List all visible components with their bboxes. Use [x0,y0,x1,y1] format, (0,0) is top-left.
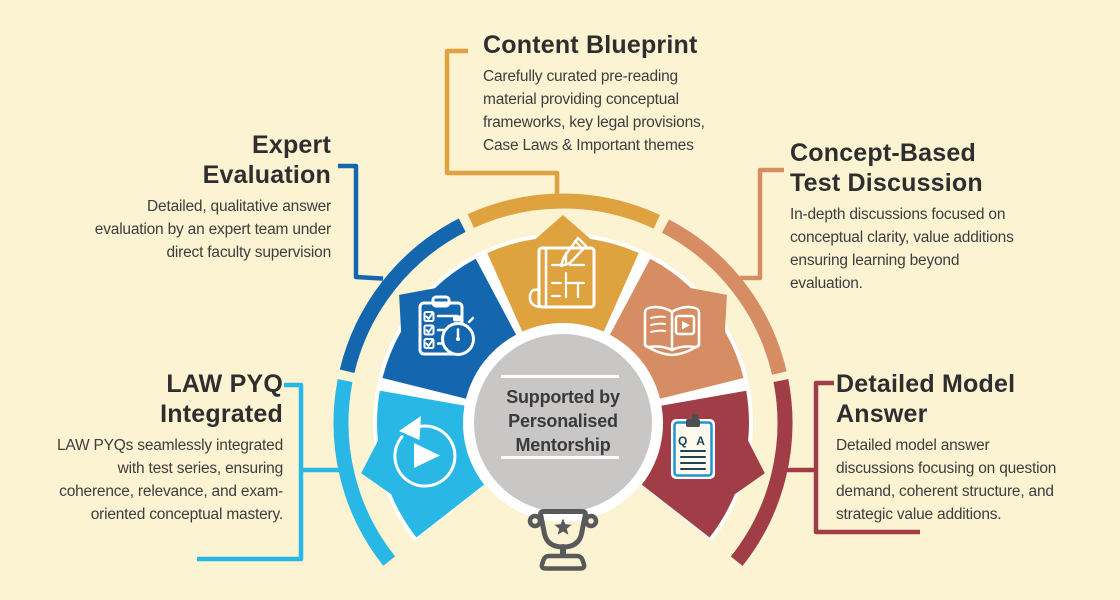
connector-concept-based [740,167,784,281]
desc-line: conceptual clarity, value additions [790,229,1014,246]
feature-description: Detailed, qualitative answer evaluation … [11,195,331,264]
desc-line: with test series, ensuring [117,460,284,477]
wedge-content-blueprint [487,215,639,332]
desc-line: evaluation by an expert team under [94,221,331,238]
feature-block-concept-based: Concept-Based Test Discussion In-depth d… [790,138,1100,295]
connector-detailed-model [813,380,920,535]
center-hub-circle [474,334,652,512]
desc-line: Carefully curated pre-reading [483,68,678,85]
qa-clipboard-icon: Q A [671,414,715,479]
title-line: Integrated [160,400,283,428]
ring-arc-content-blueprint [467,193,660,229]
feature-block-detailed-model: Detailed Model Answer Detailed model ans… [836,369,1116,526]
badge-rule-bottom [501,456,619,459]
feature-title: Expert Evaluation [11,130,331,190]
replay-icon [393,416,457,488]
blueprint-pencil-icon [528,236,596,309]
book-play-icon [643,305,701,357]
desc-line: Case Laws & Important themes [483,137,694,154]
feature-description: Detailed model answer discussions focusi… [836,434,1116,526]
ring-arc-detailed-model [730,379,793,566]
desc-line: direct faculty supervision [166,244,331,261]
title-line: Expert [251,131,331,159]
badge-rule-top [501,375,619,378]
ring-arc-concept-based [662,219,787,375]
feature-title: Content Blueprint [483,30,783,60]
desc-line: discussions focusing on question [836,460,1057,477]
feature-block-content-blueprint: Content Blueprint Carefully curated pre-… [483,30,783,157]
desc-line: LAW PYQs seamlessly integrated [56,437,283,454]
title-line: Detailed Model [836,370,1016,398]
desc-line: material providing conceptual [483,91,679,108]
desc-line: coherence, relevance, and exam- [59,483,283,500]
feature-title: Detailed Model Answer [836,369,1116,429]
center-badge-line: Mentorship [515,435,611,455]
feature-description: In-depth discussions focused on conceptu… [790,203,1100,295]
title-line: Evaluation [202,161,331,189]
title-line: Test Discussion [790,169,983,197]
feature-block-expert-evaluation: Expert Evaluation Detailed, qualitative … [11,130,331,264]
desc-line: ensuring learning beyond [790,252,960,269]
center-badge: Supported by Personalised Mentorship [473,385,653,457]
trophy-star [554,518,572,535]
desc-line: strategic value additions. [836,506,1002,523]
title-line: Answer [836,400,928,428]
feature-description: LAW PYQs seamlessly integrated with test… [0,434,283,526]
checklist-stopwatch-icon [418,295,475,356]
connector-expert-evaluation [338,163,384,281]
connector-content-blueprint [444,48,560,194]
ring-arc-law-pyq [333,379,396,566]
title-line: Concept-Based [790,139,976,167]
title-line: LAW PYQ [166,370,283,398]
feature-block-law-pyq: LAW PYQ Integrated LAW PYQs seamlessly i… [0,369,283,526]
desc-line: frameworks, key legal provisions, [483,114,705,131]
center-badge-line: Personalised [508,411,618,431]
center-badge-line: Supported by [506,387,620,407]
feature-description: Carefully curated pre-reading material p… [483,65,783,157]
desc-line: evaluation. [790,275,863,292]
trophy-icon [527,509,599,571]
qa-label: Q A [678,434,708,448]
desc-line: Detailed, qualitative answer [147,198,331,215]
desc-line: demand, coherent structure, and [836,483,1054,500]
desc-line: In-depth discussions focused on [790,206,1006,223]
desc-line: oriented conceptual mastery. [90,506,283,523]
wedge-law-pyq [361,390,485,538]
desc-line: Detailed model answer [836,437,990,454]
ring-arc-expert-evaluation [339,218,466,373]
feature-title: LAW PYQ Integrated [0,369,283,429]
feature-title: Concept-Based Test Discussion [790,138,1100,198]
title-line: Content Blueprint [483,31,698,59]
